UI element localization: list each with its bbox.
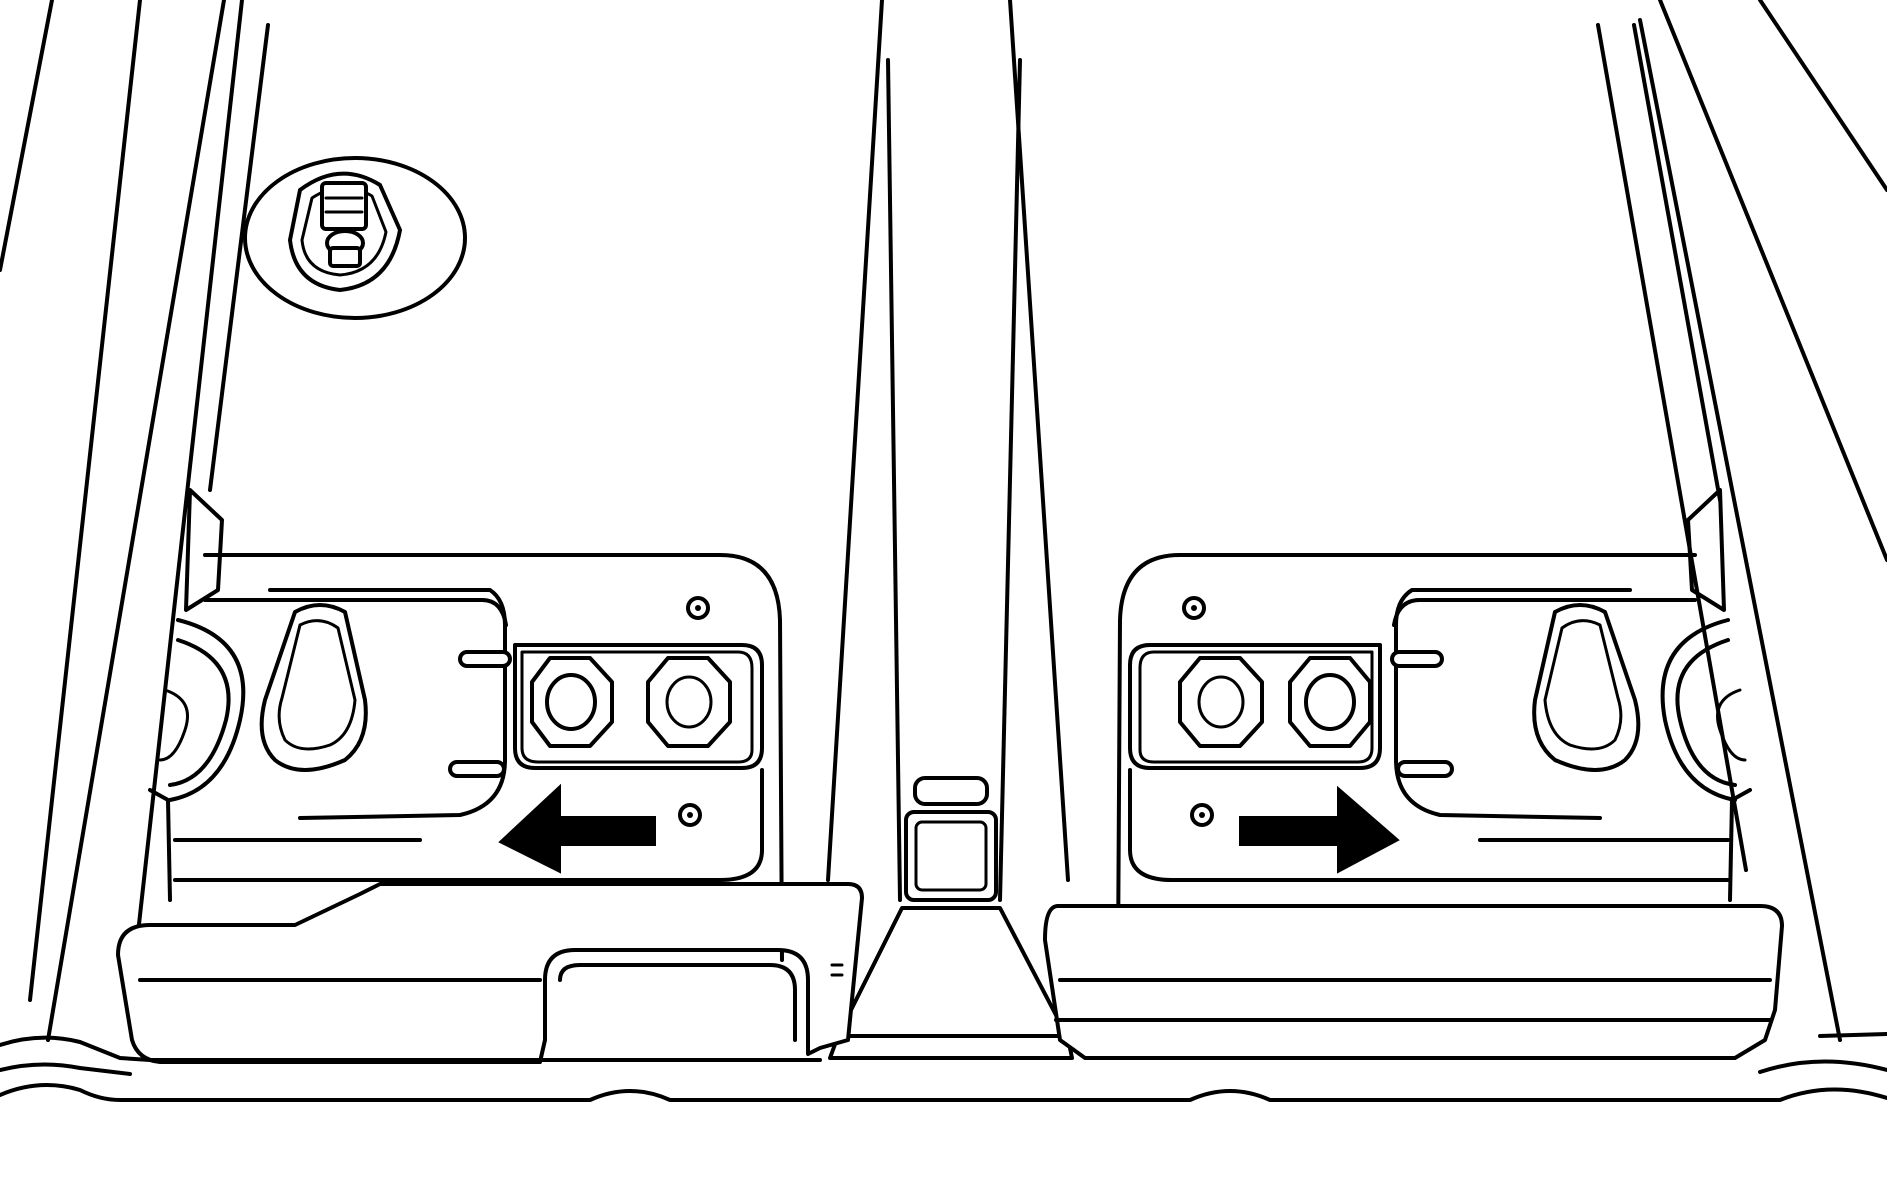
tunnel-block <box>904 810 998 902</box>
left-seat-mount <box>116 488 864 1064</box>
right-release-handle <box>1532 603 1641 772</box>
right-side-rails <box>1596 0 1887 1042</box>
left-step-plate <box>116 882 864 1064</box>
tie-down-anchor <box>243 156 467 320</box>
right-slide-arrow <box>1239 785 1400 874</box>
arrow-right-icon <box>1239 785 1400 874</box>
floor-edge <box>0 1035 1887 1102</box>
left-release-handle <box>259 603 368 772</box>
center-tunnel <box>826 0 1074 1060</box>
right-seat-mount <box>1043 488 1784 1060</box>
left-side-rails <box>0 0 270 1042</box>
arrow-left-icon <box>498 783 656 874</box>
left-slide-arrow <box>498 783 656 874</box>
tunnel-slot <box>913 776 989 806</box>
